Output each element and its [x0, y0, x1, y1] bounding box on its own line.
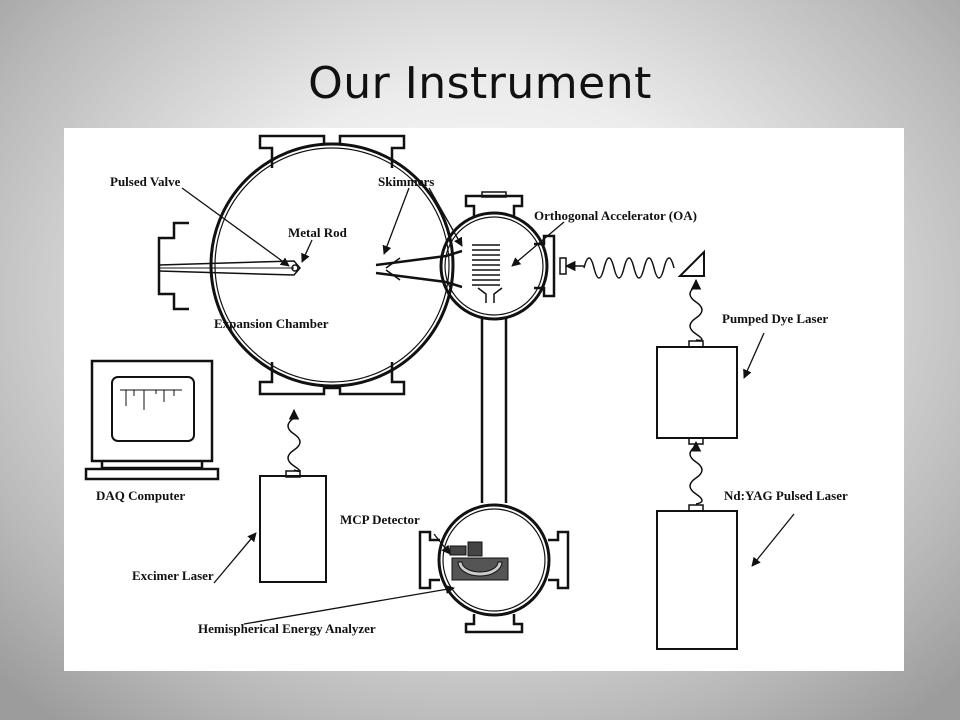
- label-expansion-chamber: Expansion Chamber: [214, 316, 329, 331]
- label-daq-computer: DAQ Computer: [96, 488, 185, 503]
- expansion-chamber: [157, 134, 455, 396]
- label-orthogonal-accelerator: Orthogonal Accelerator (OA): [534, 208, 697, 223]
- label-metal-rod: Metal Rod: [288, 225, 348, 240]
- label-pulsed-valve: Pulsed Valve: [110, 174, 181, 189]
- label-pumped-dye-laser: Pumped Dye Laser: [722, 311, 828, 326]
- label-mcp-detector: MCP Detector: [340, 512, 420, 527]
- prism: [677, 249, 705, 277]
- label-skimmers: Skimmers: [378, 174, 434, 189]
- excimer-laser-box: [259, 470, 327, 583]
- detector-chamber: [418, 503, 570, 634]
- label-nd-yag-laser: Nd:YAG Pulsed Laser: [724, 488, 848, 503]
- daq-computer-illustration: [84, 359, 220, 481]
- label-hemispherical-energy-analyzer: Hemispherical Energy Analyzer: [198, 621, 376, 636]
- nd-yag-laser-box: [656, 504, 738, 650]
- label-excimer-laser: Excimer Laser: [132, 568, 214, 583]
- orthogonal-accelerator-chamber: [439, 191, 567, 321]
- laser-beams: [287, 257, 703, 505]
- slide-title: Our Instrument: [308, 58, 652, 109]
- pointer-arrows: [181, 187, 795, 625]
- instrument-diagram: Pulsed Valve Skimmers Metal Rod Orthogon…: [64, 128, 904, 671]
- flight-tube: [480, 318, 508, 503]
- pumped-dye-laser-box: [656, 340, 738, 445]
